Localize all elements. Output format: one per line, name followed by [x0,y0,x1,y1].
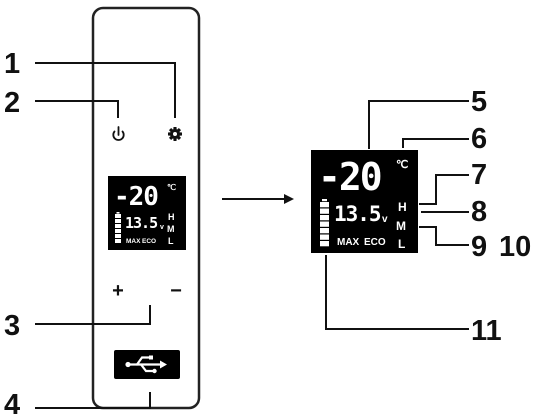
callout-8: 8 [471,196,487,228]
leader-line-5 [368,100,469,149]
small-display-mode-eco: ECO [142,238,156,245]
large-display-voltage: 13.5 [334,202,381,226]
large-display-mode-max: MAX [337,237,360,248]
minus-button[interactable]: − [170,280,182,302]
small-display-temperature: -20 [114,182,158,212]
leader-line-1 [35,62,176,118]
leader-line-2 [35,100,119,118]
large-display-voltage-unit: v [382,214,388,225]
small-display-temp-unit: ℃ [167,183,176,192]
small-display-voltage: 13.5 [125,214,158,232]
plus-button[interactable]: + [112,280,124,302]
large-display-temp-unit: ℃ [396,159,408,171]
gear-icon[interactable] [168,127,182,141]
large-display-level-m: M [396,219,406,233]
callout-4: 4 [4,389,20,414]
large-display: -20 ℃ 13.5 v MAX ECO H M L [311,150,418,253]
small-display-mode-max: MAX [126,238,141,245]
small-display: -20 ℃ 13.5 v MAX ECO H M L [108,176,186,250]
small-display-level-l: L [168,236,174,246]
leader-lines [35,62,469,409]
callout-6: 6 [471,123,487,155]
power-icon[interactable] [112,126,125,141]
callout-3: 3 [4,310,20,342]
leader-line-4 [35,392,151,409]
callout-2: 2 [4,87,20,119]
callout-9: 9 [471,231,487,263]
callout-10: 10 [499,231,531,263]
small-display-level-m: M [167,224,175,234]
leader-line-6 [402,138,469,148]
large-display-battery-icon [320,199,329,247]
large-display-level-h: H [398,200,407,214]
large-display-mode-eco: ECO [364,237,386,248]
leader-line-7 [419,174,469,205]
large-display-level-l: L [398,237,405,251]
callout-7: 7 [471,159,487,191]
large-display-temperature: -20 [318,155,381,199]
callout-5: 5 [471,86,487,118]
small-display-level-h: H [168,212,175,222]
leader-line-9 [419,226,469,246]
usb-icon[interactable] [114,350,180,379]
leader-line-3 [35,305,151,325]
zoom-arrow [222,194,294,204]
callout-1: 1 [4,48,20,80]
leader-line-11 [325,255,469,330]
small-display-voltage-unit: v [160,224,164,231]
callout-11: 11 [471,315,502,347]
small-display-battery-icon [115,212,121,243]
